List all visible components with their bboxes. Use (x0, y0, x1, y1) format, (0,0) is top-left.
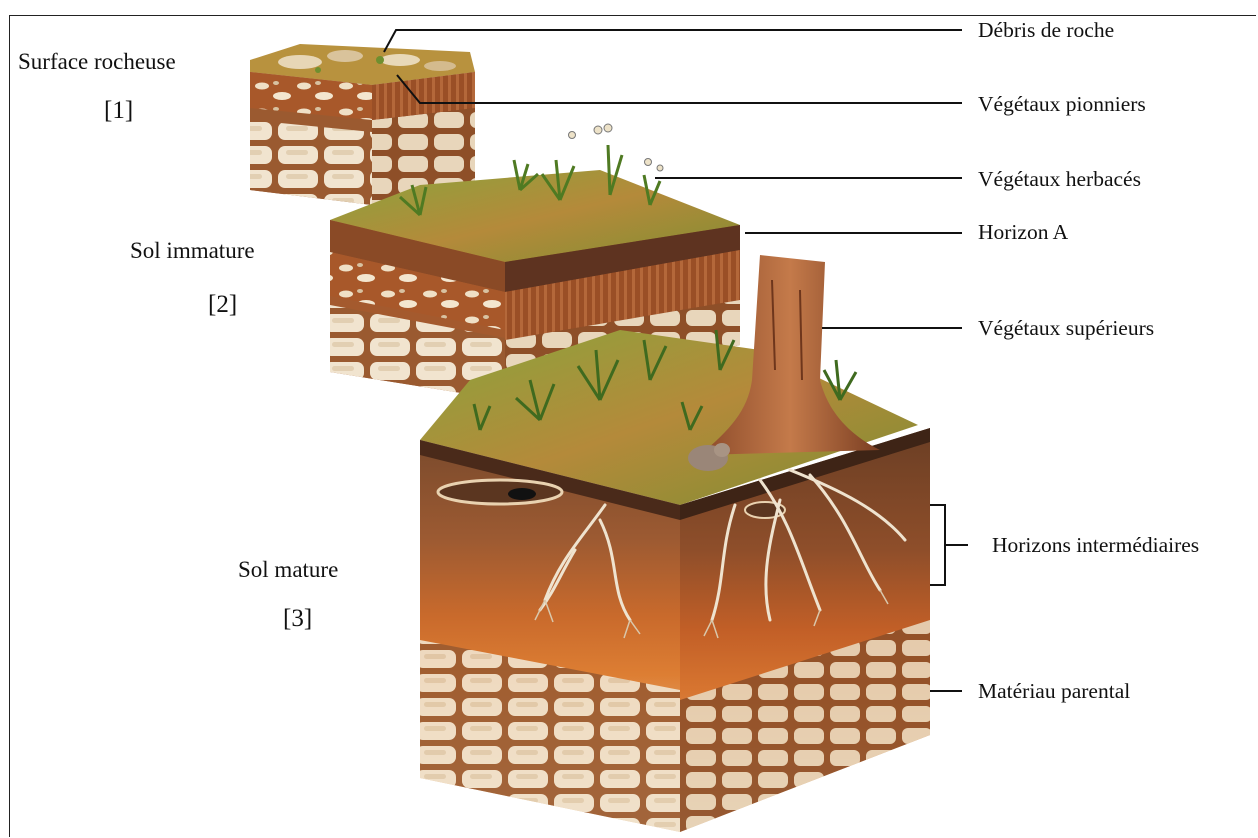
stage-1-number: [1] (104, 97, 133, 125)
label-horizon-a: Horizon A (978, 220, 1068, 245)
stage-3-number: [3] (283, 605, 312, 633)
stage-2-number: [2] (208, 291, 237, 319)
label-vegetaux-superieurs: Végétaux supérieurs (978, 316, 1154, 341)
block-rock-surface (250, 44, 475, 205)
label-debris-de-roche: Débris de roche (978, 18, 1114, 43)
label-vegetaux-pionniers: Végétaux pionniers (978, 92, 1146, 117)
label-horizons-intermediaires: Horizons intermédiaires (992, 533, 1199, 558)
stage-3-label: Sol mature (238, 557, 338, 583)
label-vegetaux-herbaces: Végétaux herbacés (978, 167, 1141, 192)
label-materiau-parental: Matériau parental (978, 679, 1130, 704)
stage-2-label: Sol immature (130, 238, 255, 264)
stage-1-label: Surface rocheuse (18, 49, 176, 75)
